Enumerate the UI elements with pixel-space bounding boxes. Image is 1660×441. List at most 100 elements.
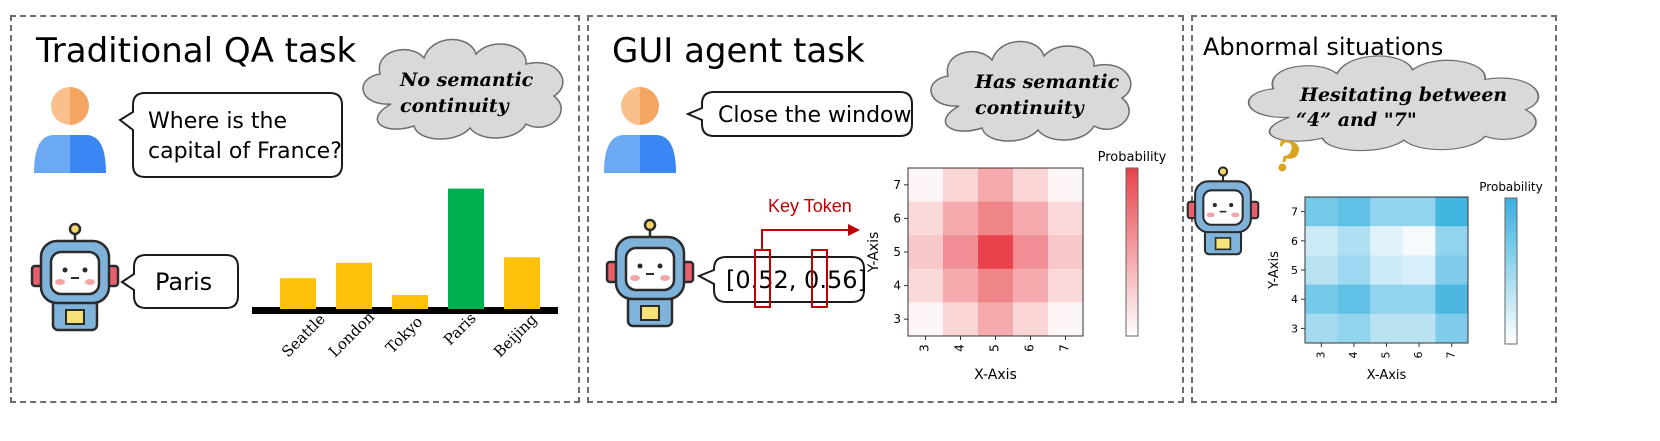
heatmap-cell — [978, 302, 1014, 337]
heatmap-cell — [1048, 302, 1084, 337]
heatmap-cell — [1402, 284, 1436, 315]
x-tick-label: 5 — [988, 344, 1002, 352]
heatmap-cell — [1337, 255, 1371, 286]
heatmap-cell — [1048, 268, 1084, 303]
heatmap-cell — [1435, 226, 1469, 256]
y-axis-label: Y-Axis — [1267, 251, 1282, 290]
key-token-arrow — [761, 229, 850, 250]
cloud-text-line2: continuity — [975, 97, 1086, 119]
heatmap-cell — [1402, 226, 1436, 256]
bar-london — [336, 262, 372, 309]
heatmap-cell — [1402, 197, 1436, 227]
heatmap-cell — [1305, 313, 1339, 344]
heatmap-cell — [1013, 302, 1049, 337]
heatmap-cell — [943, 201, 979, 236]
robot-icon — [30, 222, 120, 332]
y-tick-label: 6 — [893, 211, 901, 225]
x-axis-label: X-Axis — [1367, 368, 1407, 383]
heatmap-cell — [1048, 235, 1084, 270]
qa-title: Traditional QA task — [35, 31, 357, 71]
robot-icon — [605, 218, 695, 328]
heatmap-cell — [908, 302, 944, 337]
x-tick-label: 6 — [1023, 344, 1037, 352]
y-tick-label: 5 — [1291, 264, 1298, 277]
panel-gui — [587, 15, 1184, 403]
x-tick-labels: Seattle London Tokyo Paris Beijing — [278, 308, 541, 361]
y-axis-label: Y-Axis — [866, 232, 882, 274]
heatmap-cell — [978, 168, 1014, 203]
bar-paris — [448, 188, 484, 309]
x-tick-label: 7 — [1058, 344, 1072, 352]
x-tick-label: 3 — [1314, 352, 1327, 359]
x-tick-label: 5 — [1380, 352, 1393, 359]
heatmap-cell — [1337, 313, 1371, 344]
tick-label-london: London — [325, 308, 378, 361]
instruction-bubble — [685, 91, 913, 137]
y-tick-label: 4 — [893, 279, 901, 293]
heatmap-cell — [943, 302, 979, 337]
heatmap-cell — [1370, 255, 1404, 286]
heatmap-cell — [908, 235, 944, 270]
user-avatar — [604, 87, 676, 173]
heatmap-cell — [1337, 226, 1371, 256]
panel-qa — [10, 15, 580, 403]
heatmap-cell — [943, 268, 979, 303]
question-bubble — [118, 92, 343, 178]
tick-label-seattle: Seattle — [278, 310, 329, 361]
heatmap-cell — [1402, 313, 1436, 344]
cloud-text-line1: Has semantic — [974, 71, 1120, 93]
x-tick-label: 6 — [1412, 352, 1425, 359]
y-tick-label: 5 — [893, 245, 901, 259]
heatmap-cell — [1048, 168, 1084, 203]
robot-icon — [1186, 166, 1260, 256]
heatmap-cell — [1337, 284, 1371, 315]
heatmap-cell — [978, 235, 1014, 270]
key-token-box-2 — [811, 249, 828, 308]
heatmap-cell — [1305, 197, 1339, 227]
heatmap-cell — [1435, 255, 1469, 286]
heatmap-cell — [1013, 235, 1049, 270]
heatmap-cell — [1370, 226, 1404, 256]
bar-chart — [252, 188, 558, 314]
y-tick-label: 3 — [1291, 322, 1298, 335]
tick-label-paris: Paris — [440, 309, 480, 349]
gui-title: GUI agent task — [612, 31, 865, 71]
cloud-text-line2: “4” and "7" — [1296, 109, 1417, 131]
answer-text: Paris — [155, 268, 212, 296]
question-line1: Where is the — [148, 109, 287, 134]
bar-beijing — [504, 257, 540, 309]
x-tick-label: 7 — [1445, 352, 1458, 359]
cloud-text-line1: No semantic — [399, 69, 534, 91]
heatmap-cell — [1013, 268, 1049, 303]
bar-tokyo — [392, 295, 428, 309]
x-tick-label: 4 — [953, 344, 967, 352]
question-mark-icon: ? — [1268, 130, 1304, 184]
y-tick-label: 7 — [1291, 206, 1298, 219]
heatmap-cell — [1305, 255, 1339, 286]
heatmap-cell — [908, 268, 944, 303]
heatmap-cell — [1435, 284, 1469, 315]
coordinate-bubble — [696, 256, 865, 303]
x-tick-label: 4 — [1347, 352, 1360, 359]
heatmap-cell — [908, 168, 944, 203]
heatmap-cell — [1013, 201, 1049, 236]
colorbar — [1125, 167, 1139, 337]
heatmap-cell — [1370, 313, 1404, 344]
colorbar — [1504, 197, 1518, 345]
coordinate-text: [0.52, 0.56] — [726, 266, 867, 294]
question-line2: capital of France? — [148, 139, 342, 164]
instruction-text: Close the window — [718, 103, 912, 128]
bar-seattle — [280, 278, 316, 309]
heatmap-cell — [1402, 255, 1436, 286]
heatmap-cell — [1435, 313, 1469, 344]
key-token-label: Key Token — [768, 196, 852, 216]
colorbar-label: Probability — [1098, 150, 1167, 165]
x-tick-label: 3 — [918, 344, 932, 352]
key-token-arrowhead — [848, 224, 860, 236]
heatmap-cell — [978, 201, 1014, 236]
heatmap-cell — [1013, 168, 1049, 203]
heatmap-cell — [1337, 197, 1371, 227]
cloud-text-line1: Hesitating between — [1299, 84, 1507, 106]
